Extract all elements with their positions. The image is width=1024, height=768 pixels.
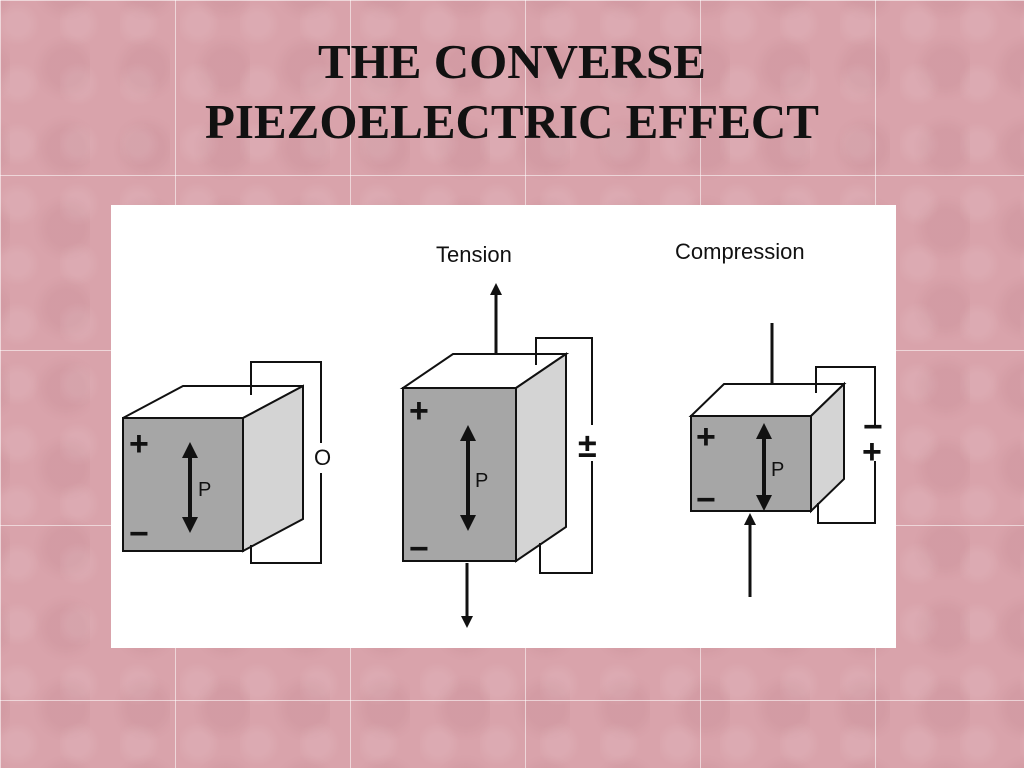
voltage-symbol-top: − xyxy=(863,408,883,446)
polarization-label: P xyxy=(198,479,211,501)
crystal-unstressed: O P + − xyxy=(122,361,331,564)
circuit-wire-lower xyxy=(539,461,593,574)
minus-sign: − xyxy=(409,530,429,568)
title-line-1: THE CONVERSE xyxy=(317,34,706,89)
crystal-tension: Tension ± P + − xyxy=(399,242,597,628)
diagram-panel: O P + − Tension ± P + − Compression xyxy=(111,205,896,648)
circuit-wire-lower xyxy=(817,461,876,524)
minus-sign: − xyxy=(129,515,149,553)
circuit-wire xyxy=(535,337,593,425)
plus-sign: + xyxy=(409,392,429,430)
crystal-side-face xyxy=(515,352,567,563)
title-line-2: PIEZOELECTRIC EFFECT xyxy=(205,94,819,149)
piezo-diagram: O P + − Tension ± P + − Compression xyxy=(122,239,883,628)
minus-sign: − xyxy=(696,481,716,519)
circuit-wire xyxy=(815,366,876,427)
voltage-symbol-bottom: + xyxy=(862,433,882,471)
polarization-label: P xyxy=(475,470,488,492)
circuit-wire xyxy=(250,361,322,443)
slide-title: THE CONVERSE PIEZOELECTRIC EFFECT xyxy=(0,32,1024,152)
plus-sign: + xyxy=(696,418,716,456)
tension-heading: Tension xyxy=(436,242,512,267)
circuit-wire-lower xyxy=(250,473,322,564)
voltage-symbol: ± xyxy=(578,427,597,465)
crystal-front-face xyxy=(690,415,812,512)
plus-sign: + xyxy=(129,425,149,463)
crystal-compression: Compression − + P + − xyxy=(675,239,883,597)
polarization-label: P xyxy=(771,459,784,481)
compression-heading: Compression xyxy=(675,239,805,264)
open-circuit-symbol: O xyxy=(314,445,331,470)
crystal-front-face xyxy=(402,387,517,562)
